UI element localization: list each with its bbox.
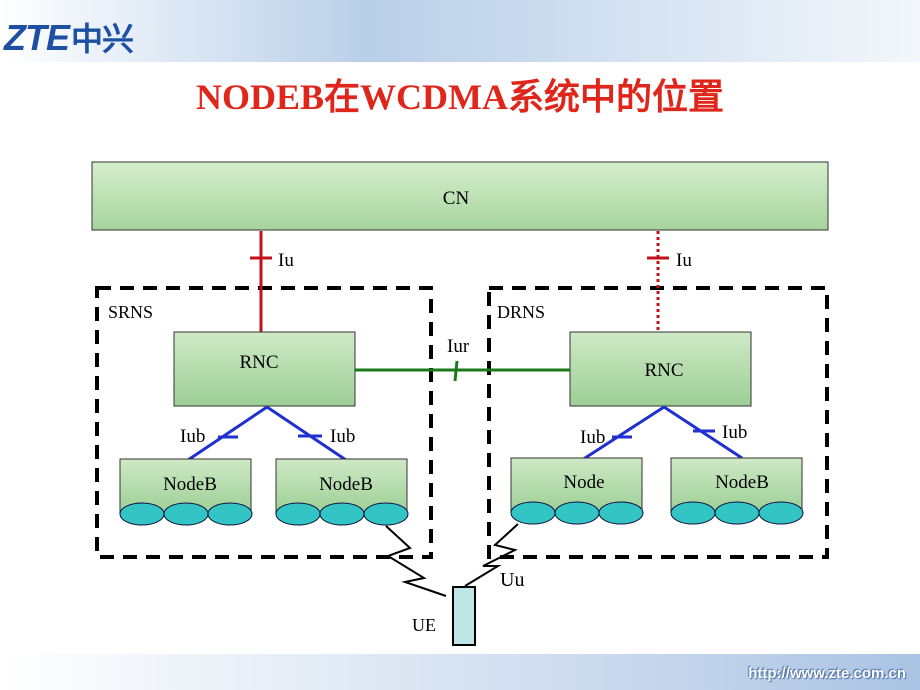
iur-label: Iur: [447, 336, 470, 357]
rnc-right-label: RNC: [644, 360, 683, 381]
nodeb-1-cell-2: [163, 502, 209, 526]
uu-radio-link-left: [385, 525, 447, 597]
iub-link-2: [266, 405, 347, 462]
footer-band: [0, 654, 920, 690]
nodeb-1-cell-3: [207, 502, 253, 526]
nodeb-3-cell-1: [510, 501, 556, 525]
nodeb-3-cell-3: [598, 501, 644, 525]
rnc-right-box: [569, 331, 752, 407]
header-band: [0, 0, 920, 62]
iu-right-label: Iu: [676, 250, 692, 271]
nodeb-2-cell-2: [319, 502, 365, 526]
iub-link-3: [581, 405, 665, 462]
nodeb-2-label: NodeB: [319, 474, 373, 495]
zte-logo: ZTE中兴: [4, 17, 134, 58]
iub-link-1: [187, 405, 268, 462]
srns-label: SRNS: [108, 302, 153, 322]
nodeb-3-cell-2: [554, 501, 600, 525]
uu-radio-link-right: [464, 523, 519, 587]
rnc-left-label: RNC: [239, 352, 278, 373]
cn-box: [91, 161, 829, 231]
footer-url[interactable]: http://www.zte.com.cn: [748, 665, 906, 682]
iub-label-4: Iub: [722, 422, 747, 443]
cn-label: CN: [443, 188, 470, 209]
iur-tick: [453, 360, 459, 382]
iub-label-1: Iub: [180, 426, 205, 447]
page-title: NODEB在WCDMA系统中的位置: [196, 77, 724, 117]
rnc-left-box: [173, 331, 356, 407]
nodeb-1-label: NodeB: [163, 474, 217, 495]
ue-device: [452, 586, 476, 646]
nodeb-4-cell-1: [670, 501, 716, 525]
nodeb-2-cell-3: [363, 502, 409, 526]
nodeb-3-label: Node: [563, 472, 604, 493]
iu-left-label: Iu: [278, 250, 294, 271]
srns-container: [95, 286, 433, 559]
drns-label: DRNS: [497, 302, 545, 322]
iub-label-2: Iub: [330, 426, 355, 447]
nodeb-1-cell-1: [119, 502, 165, 526]
nodeb-2-cell-1: [275, 502, 321, 526]
ue-label: UE: [412, 615, 436, 635]
nodeb-4-cell-2: [714, 501, 760, 525]
iub-label-3: Iub: [580, 427, 605, 448]
nodeb-4-cell-3: [758, 501, 804, 525]
nodeb-4-label: NodeB: [715, 472, 769, 493]
uu-label: Uu: [500, 569, 524, 591]
